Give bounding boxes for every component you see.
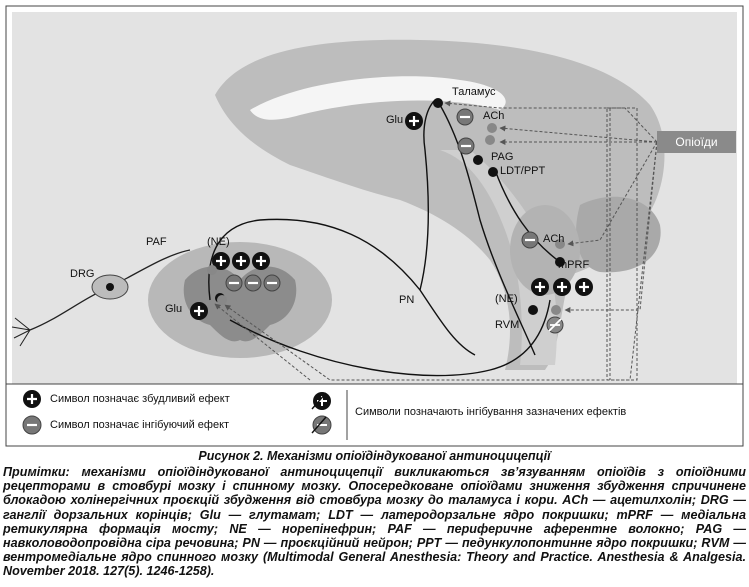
rvm-neuron [528,305,538,315]
inhibitory-symbols-spinal [225,274,281,292]
label-ach-top: ACh [483,110,505,122]
legend-inhibition-of-text: Символи позначають інгібування зазначени… [355,406,627,418]
legend-inhibition-of-inhibitory-icon [311,415,332,435]
figure-drawing [5,5,744,447]
figure-frame [5,5,744,447]
label-ne-rvm: (NE) [495,293,518,305]
label-pag: PAG [491,151,514,163]
ldt-neuron [488,167,498,177]
label-drg: DRG [70,268,95,280]
cerebellum [576,196,661,273]
figure-caption: Рисунок 2. Механізми опіоїдіндукованої а… [198,449,551,463]
mprf-neuron [555,257,565,267]
pn-ascending [419,99,436,291]
opioid-mechanism-figure: Таламус ACh Glu PAG LDT/PPT ACh mPRF (NE… [5,5,744,447]
label-thalamus: Таламус [452,86,496,98]
thalamus-neuron [433,98,443,108]
label-glu-top: Glu [386,114,404,126]
legend-inhibitory-text: Символ позначає інгібуючий ефект [50,419,230,431]
legend-excitatory-text: Символ позначає збудливий ефект [50,393,230,405]
legend-inhibition-of-excitatory-icon [311,392,331,410]
brainstem-inner [440,150,557,365]
label-glu-spinal: Glu [165,303,183,315]
pn-pathway [208,218,476,356]
nerve-endings [11,317,31,347]
rvm-tract [229,299,551,377]
label-pn: PN [399,294,415,306]
label-ne-spinal: (NE) [207,236,230,248]
opioids-box: Опіоїди [657,131,736,153]
inhibition-symbols [207,123,565,334]
ldt-tract [494,169,561,263]
corpus-callosum [250,76,506,120]
label-mprf: mPRF [558,259,590,271]
excitatory-symbol-thalamus [405,112,423,130]
legend-excitatory-icon [23,390,41,408]
excitatory-symbols-spinal [190,252,270,320]
label-ach-mid: ACh [543,233,565,245]
opioid-arrows [214,100,658,381]
legend-inhibitory-icon [22,415,42,435]
label-rvm: RVM [495,319,520,331]
opioid-region-box [606,107,638,381]
label-ldt-ppt: LDT/PPT [500,165,546,177]
figure-notes: Примітки: механізми опіоїдіндукованої ан… [3,465,746,579]
pag-neuron [473,155,483,165]
drg-neuron [106,283,114,291]
thalamus-tract [439,104,536,356]
excitatory-symbols-rvm [531,278,593,296]
inhibitory-symbols-brain [456,108,539,249]
label-paf: PAF [146,236,167,248]
